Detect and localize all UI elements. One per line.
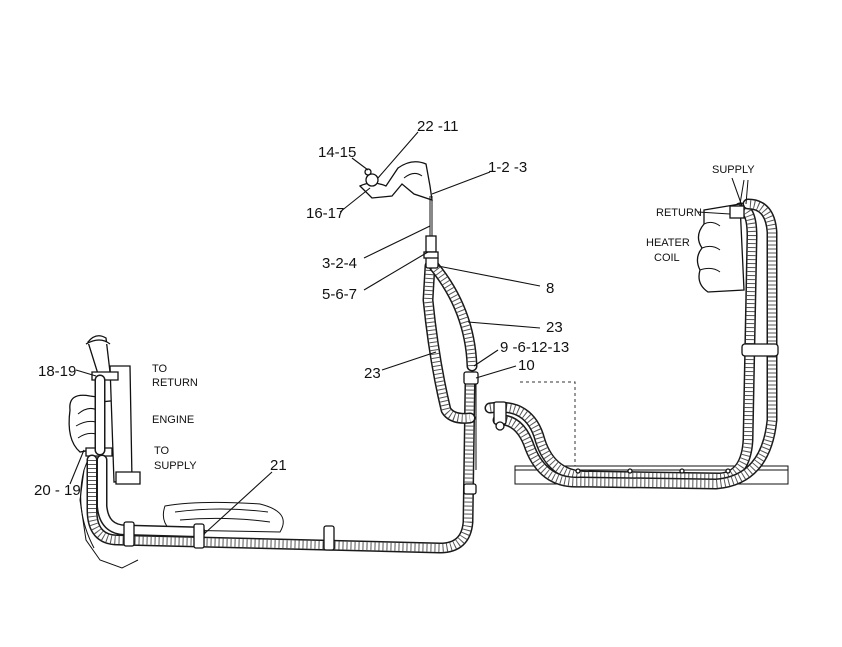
fastener bbox=[725, 468, 731, 474]
control-valve-assembly bbox=[358, 161, 439, 259]
callout-23-left: 23 bbox=[364, 365, 381, 382]
text-labels: TO RETURN ENGINE TO SUPPLY SUPPLY RETURN… bbox=[152, 164, 755, 472]
label-to-supply-line2: SUPPLY bbox=[154, 460, 197, 472]
tank-outline bbox=[162, 501, 284, 533]
label-heater-coil-line2: COIL bbox=[654, 252, 680, 264]
heater-coil bbox=[696, 179, 749, 293]
label-supply: SUPPLY bbox=[712, 164, 755, 176]
label-heater-coil-line1: HEATER bbox=[646, 237, 690, 249]
callout-labels: 22 -11 14-15 16-17 1-2 -3 3-2-4 5-6-7 8 … bbox=[34, 118, 569, 499]
callout-8: 8 bbox=[546, 280, 554, 297]
callout-16-17: 16-17 bbox=[306, 205, 344, 222]
cable-fitting bbox=[425, 235, 437, 253]
valve-screw bbox=[364, 168, 372, 176]
fastener bbox=[627, 468, 633, 474]
label-to-supply-line1: TO bbox=[154, 445, 170, 457]
label-to-return-line1: TO bbox=[152, 363, 168, 375]
callout-18-19: 18-19 bbox=[38, 363, 76, 380]
callout-5-6-7: 5-6-7 bbox=[322, 286, 357, 303]
callout-20-19: 20 - 19 bbox=[34, 482, 81, 499]
clamp bbox=[323, 525, 335, 551]
fastener bbox=[575, 468, 581, 474]
clamp bbox=[463, 371, 479, 385]
clamp bbox=[123, 521, 135, 547]
clamp bbox=[493, 401, 507, 425]
clamp bbox=[741, 343, 779, 357]
clamp bbox=[463, 483, 477, 495]
heater-fitting bbox=[729, 205, 745, 219]
callout-21: 21 bbox=[270, 457, 287, 474]
callout-14-15: 14-15 bbox=[318, 144, 356, 161]
leader-lines bbox=[69, 131, 743, 535]
label-to-return-line2: RETURN bbox=[152, 377, 198, 389]
fastener bbox=[679, 468, 685, 474]
hose-clamps bbox=[123, 255, 779, 551]
clamp bbox=[193, 523, 205, 549]
fastener bbox=[495, 421, 505, 431]
callout-10: 10 bbox=[518, 357, 535, 374]
callout-1-2-3: 1-2 -3 bbox=[488, 159, 527, 176]
callout-23-right: 23 bbox=[546, 319, 563, 336]
label-return: RETURN bbox=[656, 207, 702, 219]
label-engine: ENGINE bbox=[152, 414, 194, 426]
callout-9-6-12-13: 9 -6-12-13 bbox=[500, 339, 569, 356]
callout-3-2-4: 3-2-4 bbox=[322, 255, 357, 272]
callout-22-11: 22 -11 bbox=[417, 118, 458, 135]
valve-knob bbox=[365, 173, 379, 187]
